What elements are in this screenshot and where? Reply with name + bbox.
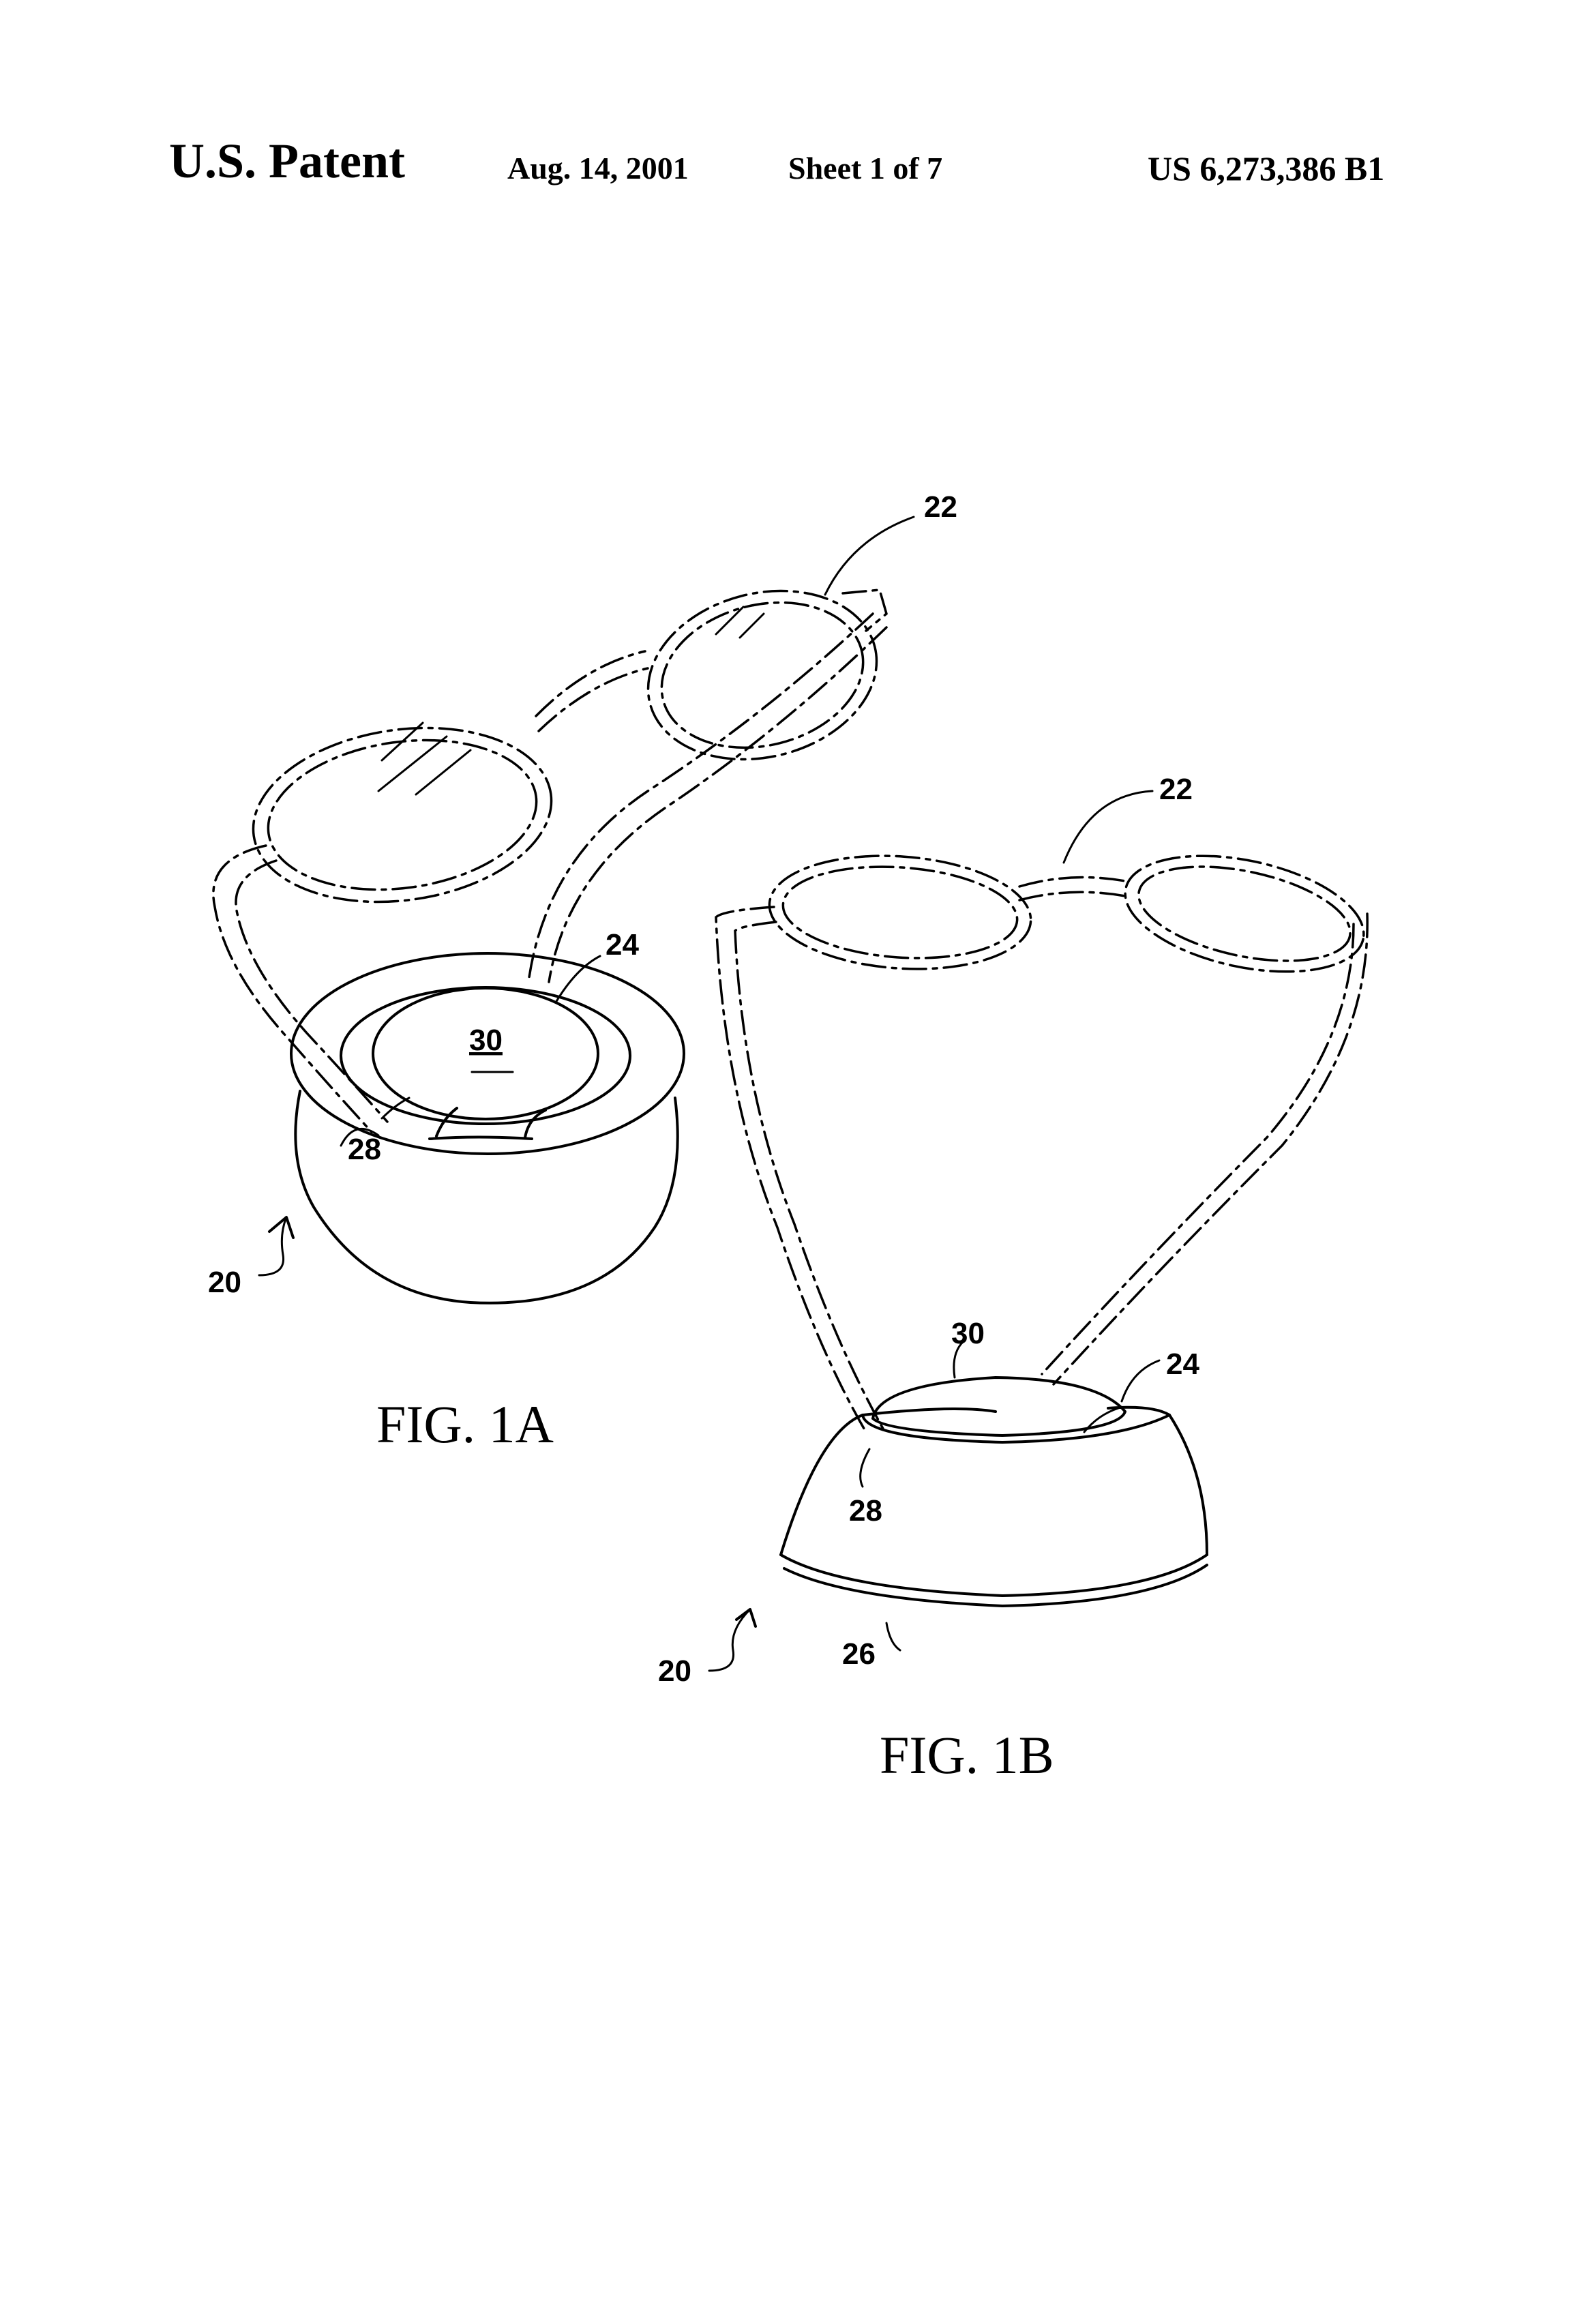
fig1a-ref-30: 30 xyxy=(469,1024,503,1057)
fig1b-eyeglasses xyxy=(715,854,1369,1433)
fig1b-caption: FIG. 1B xyxy=(880,1725,1054,1785)
fig1b-holder xyxy=(779,1376,1208,1607)
fig1a-eyeglasses xyxy=(212,589,888,1133)
fig1a-holder xyxy=(290,952,685,1305)
figure-1a: 22 24 30 28 20 FIG. 1A xyxy=(208,490,957,1454)
header-patent-label: U.S. Patent xyxy=(169,134,405,188)
fig1a-ref-28: 28 xyxy=(348,1133,381,1166)
header-patent-number: US 6,273,386 B1 xyxy=(1148,149,1385,188)
fig1b-ref-28: 28 xyxy=(849,1494,882,1528)
fig1b-ref-24: 24 xyxy=(1166,1347,1199,1381)
fig1b-ref-26: 26 xyxy=(842,1637,876,1671)
fig1b-ref-22: 22 xyxy=(1159,773,1193,806)
fig1b-ref-30: 30 xyxy=(951,1317,985,1350)
fig1a-ref-20: 20 xyxy=(208,1266,241,1299)
figure-1b: 22 30 24 28 20 26 FIG. 1B xyxy=(658,773,1369,1785)
fig1a-caption: FIG. 1A xyxy=(376,1395,554,1454)
fig1a-ref-22: 22 xyxy=(924,490,957,524)
header-sheet-number: Sheet 1 of 7 xyxy=(788,151,943,185)
fig1b-ref-20: 20 xyxy=(658,1654,691,1688)
header-date: Aug. 14, 2001 xyxy=(507,151,689,185)
fig1a-ref-24: 24 xyxy=(606,928,639,962)
